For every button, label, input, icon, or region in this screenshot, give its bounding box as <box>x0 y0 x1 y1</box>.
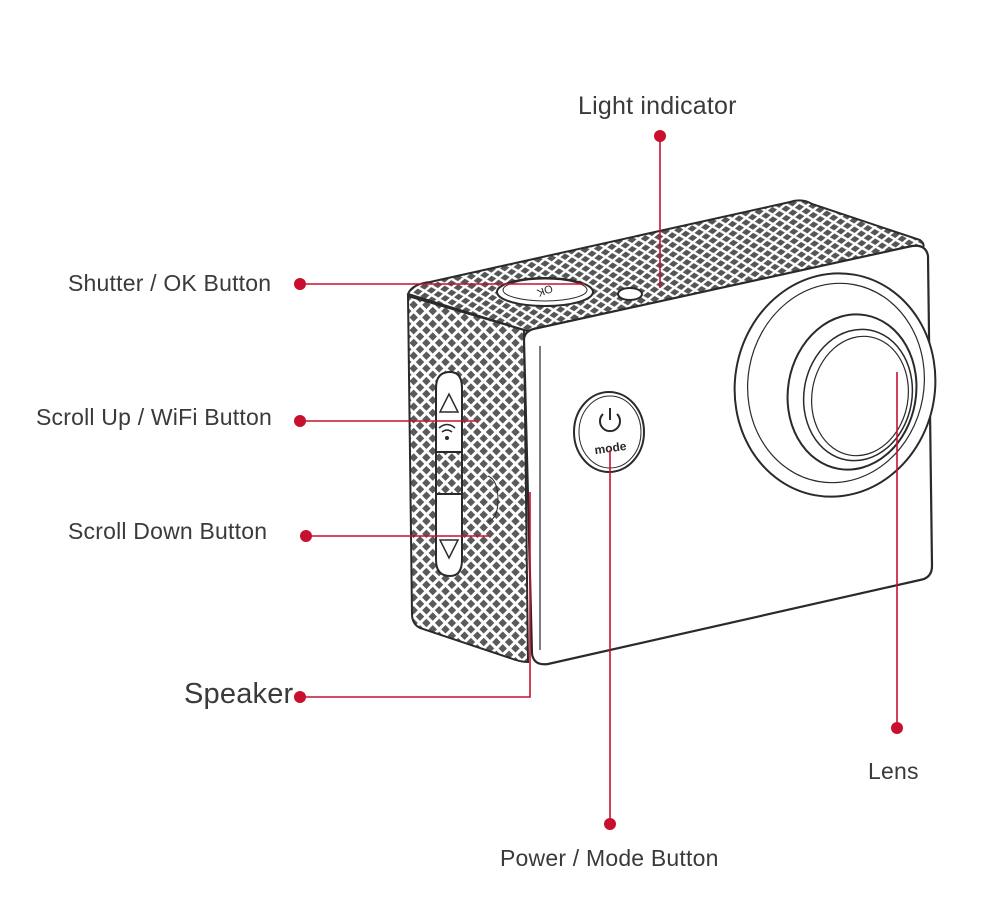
speaker <box>487 475 499 523</box>
leader-dot-scroll-up <box>294 415 306 427</box>
leader-dot-light-indicator <box>654 130 666 142</box>
wifi-icon <box>438 423 456 440</box>
leader-dot-scroll-down <box>300 530 312 542</box>
leader-dot-shutter-ok <box>294 278 306 290</box>
power-mode-button[interactable]: mode <box>573 391 645 473</box>
ok-button-text: OK <box>535 282 555 299</box>
label-speaker: Speaker <box>184 678 294 710</box>
scroll-down-button[interactable] <box>435 493 463 578</box>
leader-line-speaker <box>300 492 531 698</box>
scroll-up-wifi-button[interactable] <box>435 370 463 453</box>
camera-side-face <box>406 294 530 664</box>
mode-button-text: mode <box>594 439 628 457</box>
label-lens: Lens <box>868 758 919 784</box>
label-scroll-down: Scroll Down Button <box>68 518 268 544</box>
leader-lines <box>294 130 903 830</box>
label-power-mode: Power / Mode Button <box>500 845 719 871</box>
label-scroll-up-wifi: Scroll Up / WiFi Button <box>36 404 272 430</box>
label-light-indicator: Light indicator <box>578 92 737 120</box>
up-arrow-icon <box>438 392 460 413</box>
light-indicator <box>617 287 643 301</box>
leader-dot-lens <box>891 722 903 734</box>
leader-dot-speaker <box>294 691 306 703</box>
label-shutter-ok: Shutter / OK Button <box>68 270 272 296</box>
lens <box>733 272 937 498</box>
down-arrow-icon <box>438 539 460 560</box>
leader-dot-power-mode <box>604 818 616 830</box>
shutter-ok-button[interactable]: OK <box>496 277 594 307</box>
power-icon <box>599 408 621 433</box>
